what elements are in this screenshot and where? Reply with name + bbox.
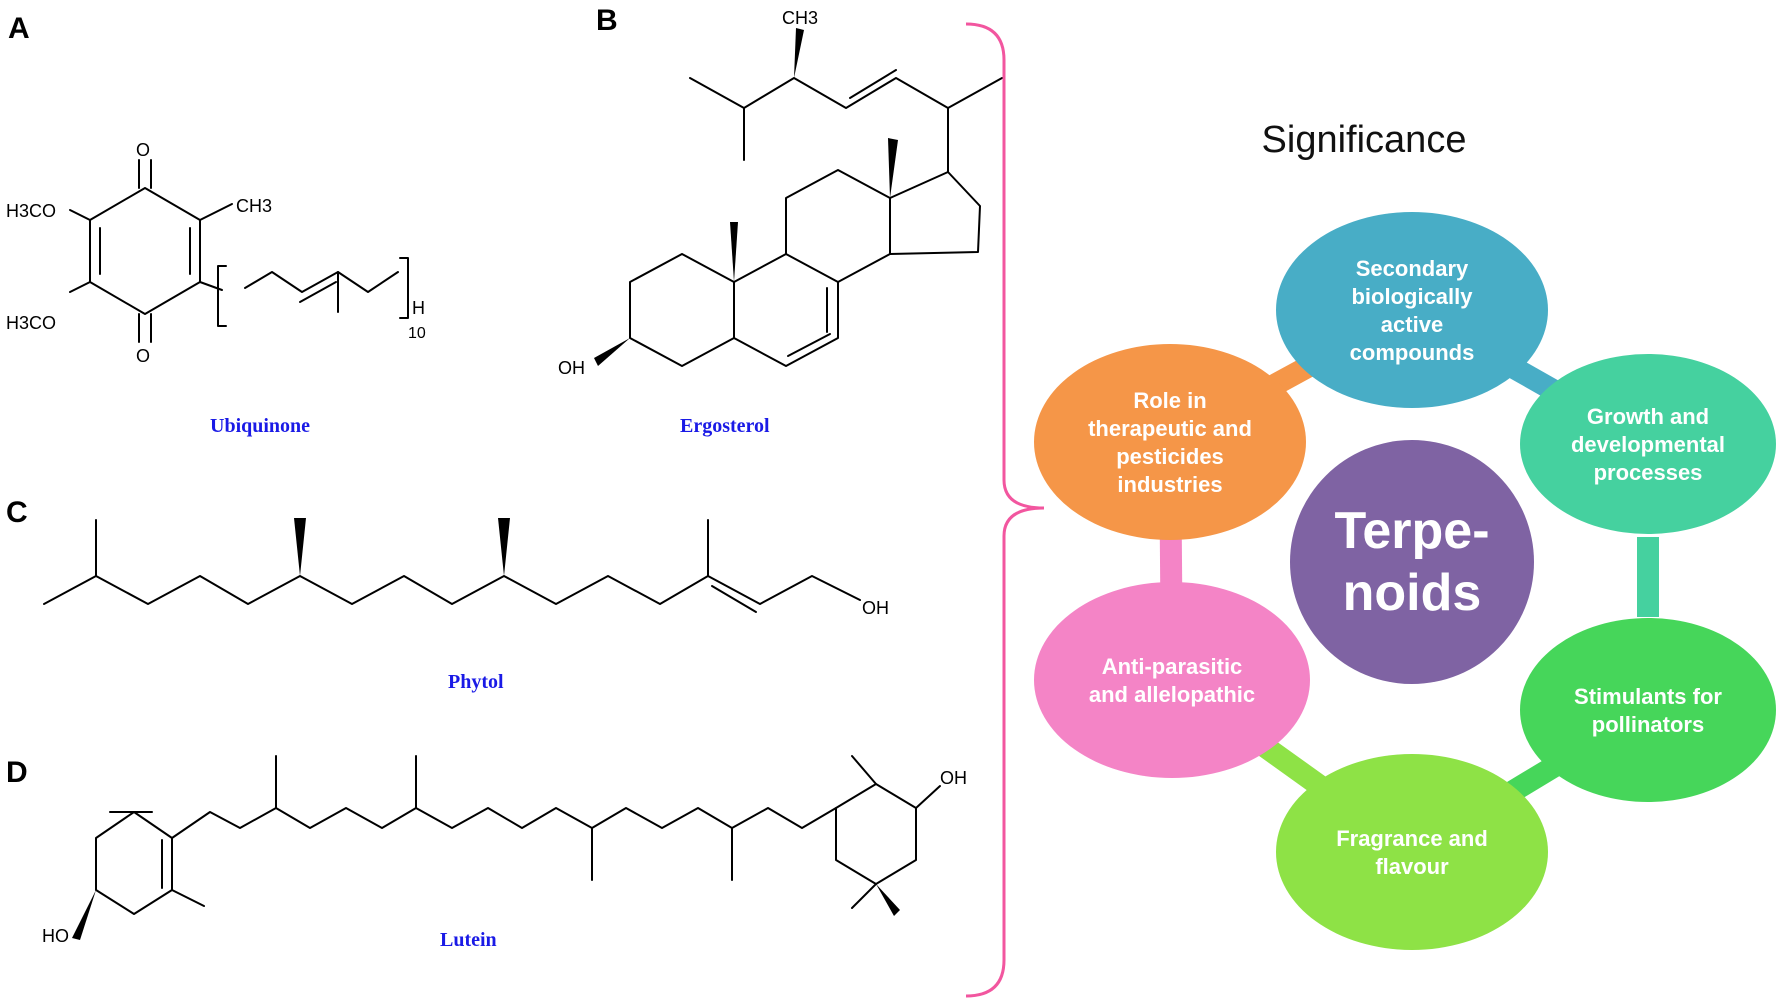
cycle-nodes: Secondary biologically active compoundsGrow… [1034,212,1776,950]
node-secondary: Secondary biologically active compounds [1276,212,1548,408]
node-pollinators: Stimulants for pollinators [1520,618,1776,802]
node-label-therapeutic: therapeutic and [1088,416,1252,441]
panel-letter-d: D [6,756,28,789]
node-label-growth: Growth and [1587,404,1709,429]
node-label-antiparasitic: Anti-parasitic [1102,654,1243,679]
atom-subscript-10: 10 [408,325,426,342]
ergosterol-structure [594,28,1003,367]
atom-h3co-bottom: H3CO [6,313,56,333]
node-label-secondary: active [1381,312,1443,337]
panel-c: C OH Phytol [6,496,889,693]
atom-h: H [412,298,425,318]
atom-oh-lutein: OH [940,768,967,788]
node-label-pollinators: Stimulants for [1574,684,1722,709]
connector-fragrance [1253,733,1331,799]
node-label-growth: developmental [1571,432,1725,457]
node-ellipse-secondary [1276,212,1548,408]
ubiquinone-structure [69,159,409,343]
node-fragrance: Fragrance and flavour [1276,754,1548,950]
panel-b: B CH3 OH Ergosterol [558,4,1003,437]
label-lutein: Lutein [440,929,497,951]
center-label-line2: noids [1343,564,1482,622]
atom-o-bottom: O [136,346,150,366]
grouping-brace [965,22,1045,998]
panel-a: A O O H3CO H3CO [6,12,426,437]
label-phytol: Phytol [448,671,504,693]
node-antiparasitic: Anti-parasitic and allelopathic [1034,582,1310,778]
node-label-therapeutic: pesticides [1116,444,1224,469]
node-ellipse-fragrance [1276,754,1548,950]
atom-oh-ergosterol: OH [558,358,585,378]
panel-letter-c: C [6,496,28,529]
atom-h3co-top: H3CO [6,201,56,221]
panel-d: D HO OH Lutein [6,755,967,951]
lutein-structure [72,755,941,940]
label-ubiquinone: Ubiquinone [210,415,310,437]
node-label-fragrance: flavour [1375,854,1449,879]
node-ellipse-growth [1520,354,1776,534]
panel-letter-b: B [596,4,618,37]
panel-letter-a: A [8,12,30,45]
node-label-antiparasitic: and allelopathic [1089,682,1255,707]
center-node: Terpe- noids [1290,440,1534,684]
atom-o-top: O [136,140,150,160]
significance-diagram: Significance Secondary biologically active… [1034,119,1776,950]
node-label-fragrance: Fragrance and [1336,826,1488,851]
node-therapeutic: Role in therapeutic and pesticides industri… [1034,344,1306,540]
significance-title: Significance [1262,119,1467,161]
label-ergosterol: Ergosterol [680,415,770,437]
atom-oh-phytol: OH [862,598,889,618]
node-label-growth: processes [1594,460,1703,485]
phytol-structure [43,518,861,613]
atom-ch3-ergosterol: CH3 [782,8,818,28]
node-label-pollinators: pollinators [1592,712,1704,737]
center-label-line1: Terpe- [1334,502,1489,560]
node-label-therapeutic: industries [1117,472,1222,497]
atom-ho-lutein: HO [42,926,69,946]
center-circle [1290,440,1534,684]
node-ellipse-pollinators [1520,618,1776,802]
atom-ch3: CH3 [236,196,272,216]
node-label-secondary: compounds [1350,340,1475,365]
node-label-secondary: biologically [1351,284,1473,309]
node-growth: Growth and developmental processes [1520,354,1776,534]
node-ellipse-antiparasitic [1034,582,1310,778]
node-ellipse-therapeutic [1034,344,1306,540]
node-label-secondary: Secondary [1356,256,1469,281]
node-label-therapeutic: Role in [1133,388,1206,413]
